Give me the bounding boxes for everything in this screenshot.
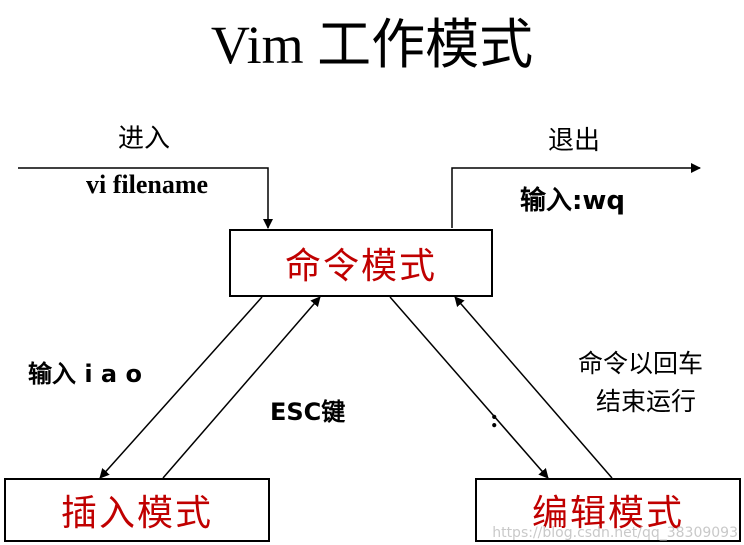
command-mode-label: 命令模式 <box>284 246 437 287</box>
watermark-text: https://blog.csdn.net/qq_38309093 <box>492 525 738 541</box>
insert-to-command-arrow <box>162 296 321 479</box>
exit-label: 退出 <box>548 126 601 156</box>
insert-keys-label: 输入 i a o <box>28 360 142 388</box>
command-run-label-line2: 结束运行 <box>596 387 697 416</box>
exit-command-label: 输入:wq <box>520 186 626 216</box>
edit-to-command-arrow <box>454 296 613 479</box>
colon-label: : <box>490 404 499 433</box>
edit-mode-label: 编辑模式 <box>531 493 684 534</box>
enter-arrow <box>18 167 273 229</box>
insert-mode-label: 插入模式 <box>60 493 213 534</box>
diagram-title: Vim 工作模式 <box>210 15 534 75</box>
enter-label: 进入 <box>118 124 171 154</box>
command-mode-box: 命令模式 <box>229 229 493 297</box>
command-to-insert-arrow <box>99 296 263 479</box>
esc-key-label: ESC键 <box>270 398 346 426</box>
enter-command-label: vi filename <box>86 170 209 199</box>
command-run-label-line1: 命令以回车 <box>578 349 704 378</box>
edit-mode-box: 编辑模式 <box>475 478 741 542</box>
insert-mode-box: 插入模式 <box>4 478 270 542</box>
exit-arrow <box>451 163 701 228</box>
command-to-edit-arrow <box>389 296 549 479</box>
